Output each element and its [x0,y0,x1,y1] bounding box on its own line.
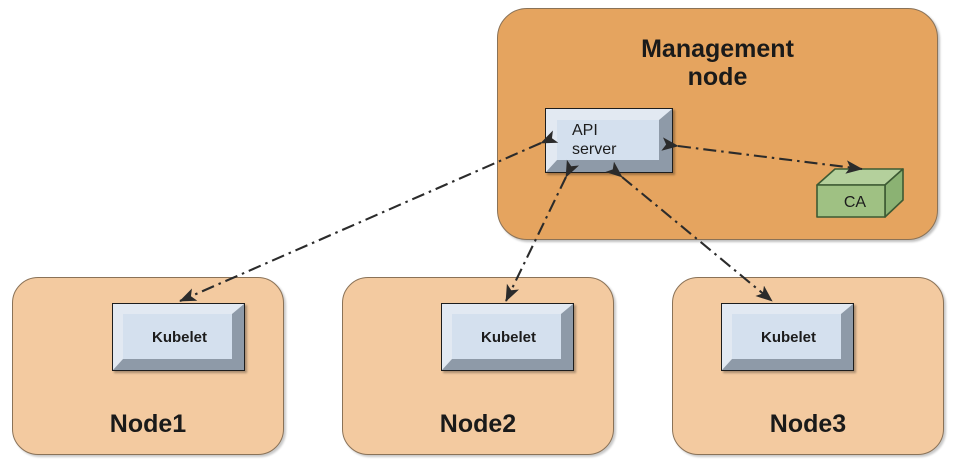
kubelet-box-node1-bevel [113,304,244,370]
api-server-label-line2: server [572,140,617,158]
management-node-title-line2: node [687,63,748,91]
api-server-box: API server [545,108,673,173]
api-server-label: API server [546,109,672,172]
node-label-node3: Node3 [769,410,847,438]
kubelet-label-node3: Kubelet [760,328,816,346]
management-node-title-line1: Management [641,35,794,63]
kubelet-box-node3-bevel [722,304,853,370]
management-node-title: Management node [498,35,937,91]
node-label-node1: Node1 [109,410,187,438]
node-label-node2: Node2 [439,410,517,438]
ca-box: CA [816,168,904,218]
api-server-label-line1: API [572,121,598,139]
kubelet-box-node1: Kubelet [112,303,245,371]
kubelet-box-node2-bevel [442,304,573,370]
kubelet-box-node2: Kubelet [441,303,574,371]
kubelet-label-node2: Kubelet [480,328,536,346]
ca-box-shape [816,168,904,218]
kubelet-box-node3: Kubelet [721,303,854,371]
kubelet-label-node1: Kubelet [151,328,207,346]
